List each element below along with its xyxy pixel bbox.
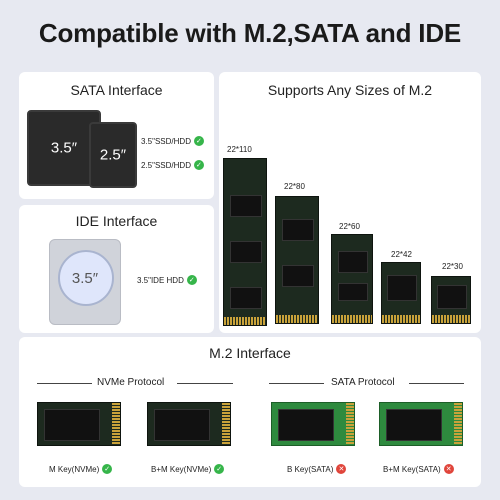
m2-interface-title: M.2 Interface	[209, 345, 291, 361]
divider	[37, 383, 92, 384]
check-icon: ✓	[193, 136, 204, 146]
sata-protocol-label: SATA Protocol	[331, 377, 395, 388]
cross-icon: ✕	[443, 464, 454, 474]
size-label: 22*42	[391, 250, 412, 259]
check-icon: ✓	[102, 464, 113, 474]
ide-row: 3.5"IDE HDD ✓	[137, 275, 197, 285]
sata-35-label: 3.5"SSD/HDD	[141, 136, 191, 146]
card-label: B+M Key(SATA)	[383, 464, 441, 474]
card-label: B Key(SATA)	[287, 464, 334, 474]
m2-card-sata-bm	[379, 402, 463, 446]
ide-label: 3.5"IDE HDD	[137, 275, 184, 285]
m2-interface-panel: M.2 Interface NVMe Protocol SATA Protoco…	[19, 337, 481, 487]
divider	[177, 383, 233, 384]
sata-25-row: 2.5"SSD/HDD ✓	[141, 160, 204, 170]
m2-card-nvme-bm	[147, 402, 231, 446]
divider	[269, 383, 324, 384]
sata-panel: SATA Interface 3.5″ 2.5″ 3.5"SSD/HDD ✓ 2…	[19, 72, 214, 199]
size-label: 22*80	[284, 182, 305, 191]
sata-panel-title: SATA Interface	[70, 82, 163, 98]
divider	[409, 383, 464, 384]
size-label: 22*60	[339, 222, 360, 231]
ide-panel-title: IDE Interface	[75, 213, 158, 229]
ide-hdd-image: 3.5″	[49, 239, 121, 325]
ide-hdd-label: 3.5″	[71, 270, 99, 287]
card-label: B+M Key(NVMe)	[151, 464, 212, 474]
check-icon: ✓	[193, 160, 204, 170]
card-label-row: B+M Key(NVMe) ✓	[151, 464, 225, 474]
m2-card-22x42	[381, 262, 421, 324]
size-label: 22*110	[227, 145, 252, 154]
m2-card-22x60	[331, 234, 373, 324]
check-icon: ✓	[214, 464, 225, 474]
card-label: M Key(NVMe)	[49, 464, 100, 474]
card-label-row: B Key(SATA) ✕	[287, 464, 347, 474]
sata-35-row: 3.5"SSD/HDD ✓	[141, 136, 204, 146]
check-icon: ✓	[186, 275, 197, 285]
card-label-row: M Key(NVMe) ✓	[49, 464, 113, 474]
m2-card-22x80	[275, 196, 319, 324]
card-label-row: B+M Key(SATA) ✕	[383, 464, 454, 474]
ide-panel: IDE Interface 3.5″ 3.5"IDE HDD ✓	[19, 205, 214, 333]
m2-sizes-title: Supports Any Sizes of M.2	[267, 82, 433, 98]
ssd-25-label: 2.5″	[99, 146, 127, 164]
m2-sizes-panel: Supports Any Sizes of M.2 22*110 22*80 2…	[219, 72, 481, 333]
ssd-25-image: 2.5″	[89, 122, 137, 188]
m2-card-22x30	[431, 276, 471, 324]
m2-card-nvme-m	[37, 402, 121, 446]
ssd-35-label: 3.5″	[50, 139, 78, 157]
ssd-35-image: 3.5″	[27, 110, 101, 186]
page-title: Compatible with M.2,SATA and IDE	[38, 18, 462, 48]
sata-25-label: 2.5"SSD/HDD	[141, 160, 191, 170]
size-label: 22*30	[442, 262, 463, 271]
nvme-protocol-label: NVMe Protocol	[97, 377, 165, 388]
m2-card-22x110	[223, 158, 267, 326]
cross-icon: ✕	[336, 464, 347, 474]
m2-card-sata-b	[271, 402, 355, 446]
